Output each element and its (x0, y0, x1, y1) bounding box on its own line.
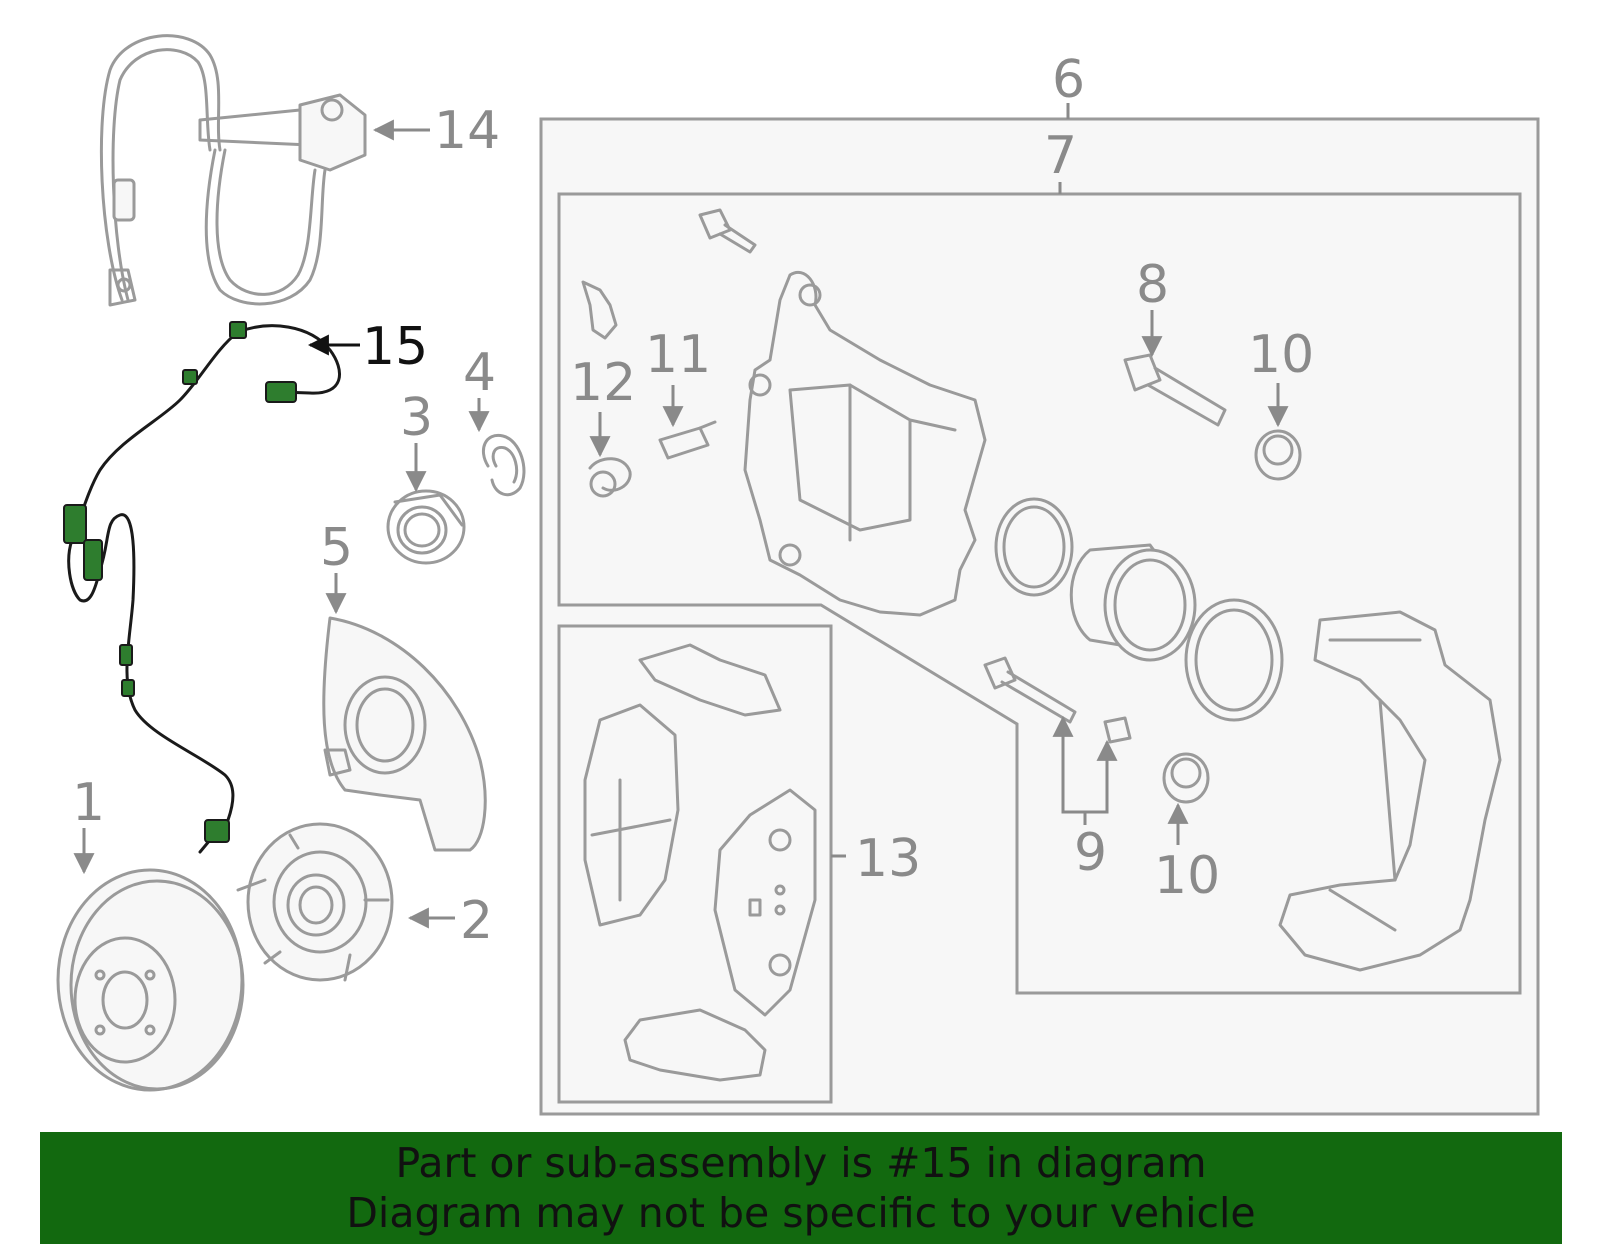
bleeder-part-11 (658, 420, 717, 460)
piston-seal (994, 497, 1074, 597)
callout-4: 4 (463, 343, 496, 403)
info-banner: Part or sub-assembly is #15 in diagram D… (40, 1132, 1562, 1244)
leader-9b (1090, 739, 1118, 814)
callout-5: 5 (320, 518, 353, 578)
caliper-bolt (698, 208, 757, 254)
callout-10-bottom: 10 (1154, 846, 1220, 906)
piston-dust-boot (1184, 598, 1284, 722)
callout-13: 13 (855, 829, 921, 889)
brake-pad-set-part-13 (583, 643, 817, 1082)
callout-15: 15 (362, 317, 428, 377)
wheel-speed-sensor-connectors (63, 321, 297, 843)
parts-diagram: 1 2 3 4 5 6 7 8 9 10 10 11 12 13 14 15 (56, 34, 1540, 1116)
callout-6: 6 (1052, 50, 1085, 110)
brake-hose-part-14 (99, 34, 367, 307)
guide-boot-part-10-top (1254, 429, 1302, 481)
brake-rotor-part-1 (56, 868, 245, 1092)
caliper-bracket (1278, 610, 1502, 972)
leader-9 (1061, 720, 1090, 814)
snap-ring-part-4 (482, 433, 526, 497)
bearing-part-3 (386, 489, 466, 565)
callout-3: 3 (400, 388, 433, 448)
guide-boot-part-10-bottom (1162, 752, 1210, 804)
caliper-piston (1069, 543, 1197, 662)
caliper-housing (743, 271, 987, 617)
callout-12: 12 (570, 353, 636, 413)
callout-10-top: 10 (1248, 325, 1314, 385)
callout-11: 11 (645, 325, 711, 385)
callout-9: 9 (1074, 823, 1107, 883)
clip-part-12 (581, 280, 632, 498)
callout-14: 14 (434, 101, 500, 161)
dust-shield-part-5 (322, 616, 487, 852)
banner-line-2: Diagram may not be specific to your vehi… (346, 1189, 1256, 1237)
callout-1: 1 (72, 773, 105, 833)
callout-8: 8 (1136, 255, 1169, 315)
wheel-speed-sensor-part-15 (67, 324, 342, 854)
wheel-hub-part-2 (236, 822, 394, 982)
callout-2: 2 (460, 891, 493, 951)
banner-line-1: Part or sub-assembly is #15 in diagram (395, 1139, 1207, 1187)
callout-7: 7 (1044, 126, 1077, 186)
